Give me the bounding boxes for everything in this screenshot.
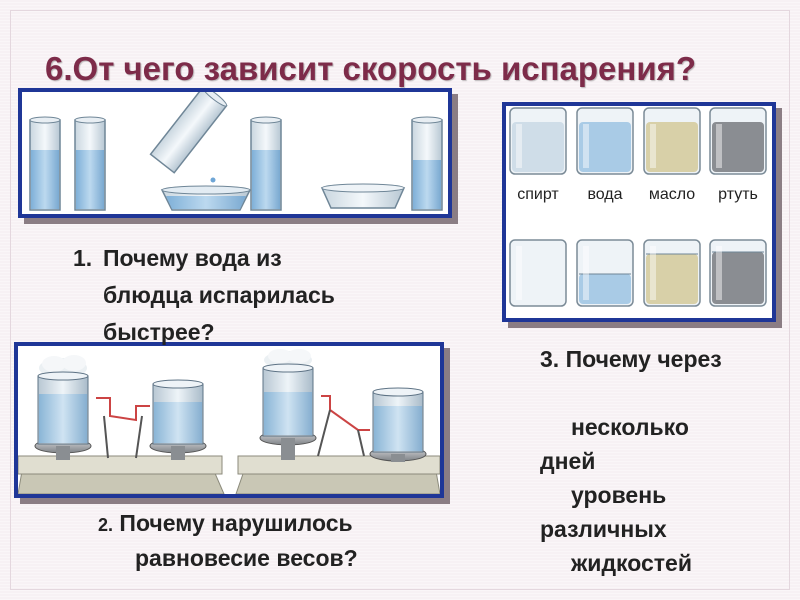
question-3: 3. Почему через несколько дней уровень р… — [540, 342, 722, 580]
question-2: 2. Почему нарушилось равновесие весов? — [98, 507, 358, 575]
glass-top-3 — [643, 107, 701, 175]
question-3-text-6: жидкостей — [571, 550, 692, 576]
balance-scales-drawing — [18, 349, 440, 494]
question-2-line-1: 2. Почему нарушилось — [98, 507, 358, 542]
question-1-line-1: 1. Почему вода из — [73, 240, 335, 277]
glass-bottom-1 — [509, 239, 567, 307]
question-3-text-3: дней — [540, 448, 596, 474]
cylinder-1 — [29, 116, 61, 211]
question-1-line-3: быстрее? — [73, 314, 335, 351]
question-1-text-3: быстрее? — [103, 319, 215, 345]
cylinders-and-saucers-drawing — [29, 92, 443, 211]
balance-scale-2 — [235, 349, 440, 494]
cylinder-2 — [74, 116, 106, 211]
slide-frame — [10, 10, 790, 590]
question-1: 1. Почему вода из блюдца испарилась быстр… — [73, 240, 335, 351]
glass-top-2 — [576, 107, 634, 175]
evaporation-dish-illustration — [18, 88, 452, 218]
liquid-label-1: спирт — [517, 186, 559, 203]
question-2-line-2: равновесие весов? — [98, 542, 358, 575]
liquid-label-2: вода — [587, 186, 622, 203]
water-drop — [210, 177, 216, 183]
cylinder-4 — [411, 116, 443, 211]
question-1-number: 1. — [73, 245, 93, 271]
liquid-label-3: масло — [649, 186, 695, 203]
glass-bottom-4 — [709, 239, 767, 307]
liquids-illustration: спирт вода масло ртуть — [502, 102, 776, 322]
balance-scales-illustration — [14, 342, 444, 498]
question-2-number: 2. — [98, 515, 114, 535]
glass-top-4 — [709, 107, 767, 175]
question-3-text-2: несколько — [571, 414, 689, 440]
cylinder-3 — [250, 116, 282, 211]
question-3-text-5: различных — [540, 516, 667, 542]
liquid-glasses-drawing: спирт вода масло ртуть — [509, 107, 767, 307]
glass-bottom-3 — [643, 239, 701, 307]
balance-scale-1 — [18, 355, 225, 494]
question-1-text-2: блюдца испарилась — [103, 282, 335, 308]
question-1-line-2: блюдца испарилась — [73, 277, 335, 314]
question-3-text-1: 3. Почему через — [540, 346, 722, 372]
question-1-text-1: Почему вода из — [103, 245, 282, 271]
saucer-with-water — [160, 185, 252, 211]
question-3-text-4: уровень — [571, 482, 667, 508]
question-2-text-1: Почему нарушилось — [119, 510, 353, 536]
slide-title: 6.От чего зависит скорость испарения? — [45, 50, 697, 87]
empty-saucer — [320, 183, 406, 209]
question-2-text-2: равновесие весов? — [135, 545, 358, 571]
glass-bottom-2 — [576, 239, 634, 307]
glass-top-1 — [509, 107, 567, 175]
pouring-cylinder — [149, 92, 228, 174]
liquid-label-4: ртуть — [718, 186, 758, 203]
